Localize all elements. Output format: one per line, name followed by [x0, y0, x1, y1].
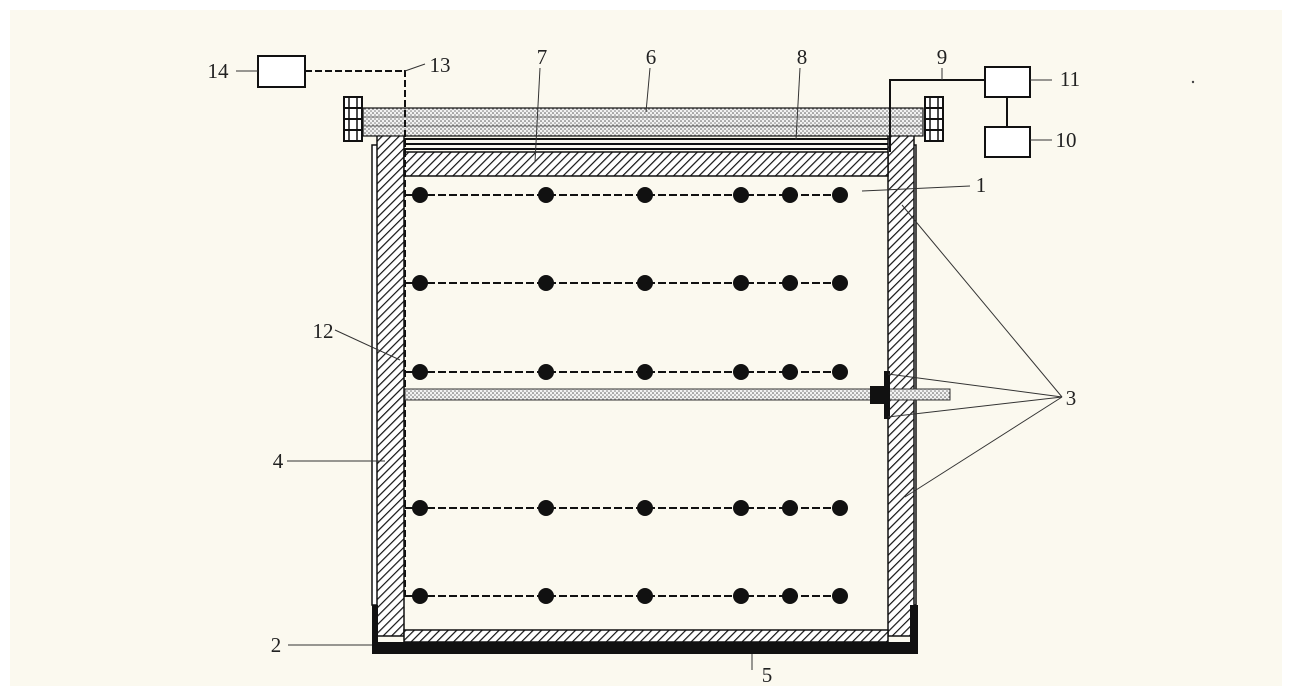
apparatus-diagram: 14 13 7 6 8 9 11 10 1 12 3 4 2 5 [208, 45, 1195, 686]
sensor-node [412, 275, 428, 291]
probe-port [870, 371, 890, 419]
probe-tube [404, 388, 951, 401]
label-1: 1 [976, 173, 987, 197]
bolt-right-icon [924, 96, 944, 142]
sensor-node [733, 500, 749, 516]
bolt-left-icon [343, 96, 363, 142]
sensor-node [538, 588, 554, 604]
diagram-sheet: 14 13 7 6 8 9 11 10 1 12 3 4 2 5 [10, 10, 1282, 686]
controller-cable [889, 79, 985, 152]
sensor-node [733, 187, 749, 203]
sensor-node [832, 187, 848, 203]
label-4: 4 [273, 449, 284, 473]
sensor-node [782, 588, 798, 604]
top-cover [362, 107, 924, 137]
label-9: 9 [937, 45, 948, 69]
label-8: 8 [797, 45, 808, 69]
label-12: 12 [313, 319, 334, 343]
sensor-rows [405, 187, 848, 604]
sensor-node [733, 588, 749, 604]
sensor-node [412, 500, 428, 516]
label-13: 13 [430, 53, 451, 77]
sensor-node [782, 364, 798, 380]
sensor-node [637, 588, 653, 604]
label-2: 2 [271, 633, 282, 657]
sensor-node [637, 500, 653, 516]
sensor-node [782, 187, 798, 203]
sensor-node [733, 364, 749, 380]
label-7: 7 [537, 45, 548, 69]
sensor-node [637, 275, 653, 291]
stray-dot [1191, 80, 1195, 84]
sensor-node [733, 275, 749, 291]
box-14 [257, 55, 306, 88]
sensor-node [538, 187, 554, 203]
box-11 [984, 66, 1031, 98]
sensor-node [832, 588, 848, 604]
label-10: 10 [1056, 128, 1077, 152]
sensor-node [538, 500, 554, 516]
left-wall [376, 117, 405, 637]
lid-insulation [403, 151, 889, 177]
box-10 [984, 126, 1031, 158]
sensor-node [782, 275, 798, 291]
sensor-node [412, 187, 428, 203]
sensor-node [637, 187, 653, 203]
sensor-node [412, 364, 428, 380]
sensor-node [538, 364, 554, 380]
label-3: 3 [1066, 386, 1077, 410]
label-14: 14 [208, 59, 230, 83]
base-layer [403, 629, 889, 643]
label-11: 11 [1060, 67, 1080, 91]
label-5: 5 [762, 663, 773, 686]
base-plate [372, 605, 918, 654]
sensor-node [832, 364, 848, 380]
sensor-node [538, 275, 554, 291]
label-6: 6 [646, 45, 657, 69]
sensor-node [782, 500, 798, 516]
sensor-node [637, 364, 653, 380]
sensor-node [412, 588, 428, 604]
sensor-node [832, 275, 848, 291]
leader-lines [236, 63, 1063, 670]
sensor-node [832, 500, 848, 516]
